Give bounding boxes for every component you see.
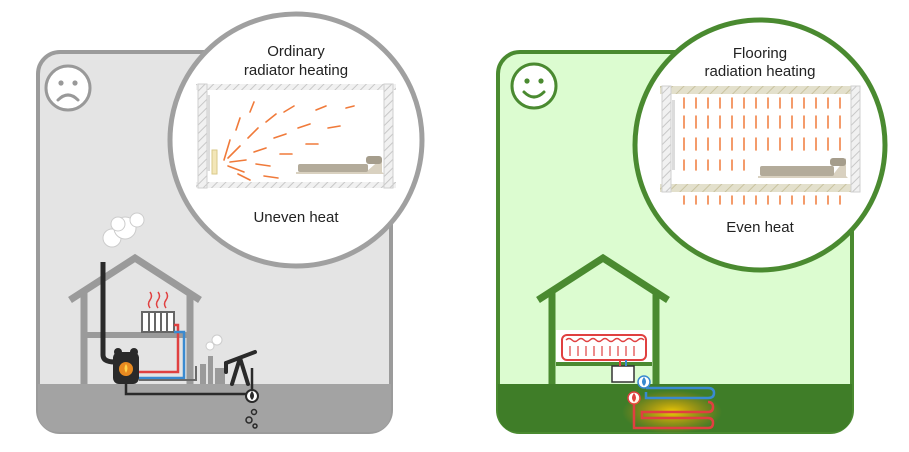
fuel-pipe [124, 368, 254, 396]
uneven-heat-arrows-icon [223, 101, 355, 181]
right-panel: Flooring radiation heating Even heat [496, 17, 888, 434]
floor-heating-loop [561, 334, 647, 361]
right-title-line1: Flooring [733, 45, 787, 62]
oil-pump-icon [224, 350, 257, 386]
water-drop-icon [637, 375, 651, 389]
left-zoom-circle: Ordinary radiator heating Uneven heat [167, 11, 425, 269]
right-zoom-circle: Flooring radiation heating Even heat [632, 17, 888, 273]
supply-pipe [139, 366, 197, 381]
boiler-icon [113, 348, 139, 384]
sad-face-icon [44, 64, 92, 112]
left-title-line1: Ordinary [267, 43, 325, 60]
right-house-icon [536, 253, 670, 384]
heat-pump-icon [611, 360, 635, 383]
smoke-icon [102, 212, 145, 248]
left-title-line2: radiator heating [244, 62, 348, 79]
radiator-icon [141, 291, 175, 333]
ground-loop-pipes [632, 386, 716, 430]
refinery-icon [200, 334, 225, 384]
right-title-line2: radiation heating [705, 63, 816, 80]
right-caption: Even heat [726, 219, 794, 236]
left-ground [38, 384, 391, 432]
happy-face-icon [510, 62, 558, 110]
hot-pipe [139, 323, 180, 374]
even-heat-arrows-icon [683, 97, 841, 205]
oil-drop-icon [245, 389, 259, 429]
cold-pipe [139, 330, 186, 380]
left-caption: Uneven heat [253, 209, 339, 226]
left-panel: Ordinary radiator heating Uneven heat [36, 11, 425, 434]
